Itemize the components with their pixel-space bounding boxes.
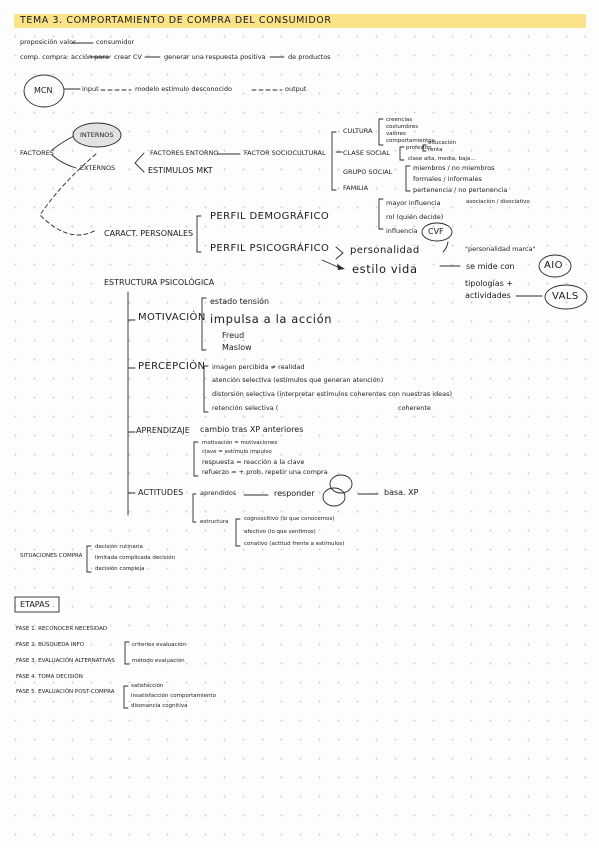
grupo-sub-0: miembros / no miembros [413,164,495,172]
motivacion-sub-3: Maslow [222,343,252,352]
actitudes-basa-xp: basa. XP [384,488,419,497]
clase-sub-educacion: educación [428,140,457,146]
motivacion-label: MOTIVACIÓN [138,312,206,323]
grupo-sub-1: formales / informales [413,175,482,183]
aprendizaje-sub-3: refuerzo = + prob. repetir una compra [202,468,328,476]
model-circle-label: MCN [34,86,53,95]
clase-social-label: CLASE SOCIAL [343,149,390,157]
fase-1: FASE 1. RECONOCER NECESIDAD [16,626,108,632]
perfil-demografico: PERFIL DEMOGRÁFICO [210,211,330,222]
model-output: output [285,85,307,93]
clase-sub-niveles: clase alta, media, baja... [408,156,476,162]
title-highlight [14,14,586,28]
fase-5: FASE 5. EVALUACIÓN POST-COMPRA [16,689,115,695]
fase-3: FASE 3. EVALUACIÓN ALTERNATIVAS [16,658,115,664]
fase-3-sub-0: criterios evaluación [132,642,186,648]
cultura-label: CULTURA [343,127,373,135]
aprendizaje-sub-2: respuesta = reacción a la clave [202,458,305,466]
actividades: actividades [465,291,511,300]
personalidad: personalidad [350,245,420,256]
estructura-sub-2: conativo (actitud frente a estímulos) [244,541,345,547]
situaciones-item-1: limitada complicada decisión [95,555,176,561]
vals-label: VALS [552,291,579,302]
factor-sociocultural: FACTOR SOCIOCULTURAL [244,149,326,157]
actitudes-label: ACTITUDES [138,488,184,497]
estructura-sub-1: afectivo (lo que sentimos) [244,529,316,535]
familia-label: FAMILIA [343,184,369,192]
actitudes-responder: responder [274,489,315,498]
factores-label: FACTORES [20,149,54,157]
factores-entorno: FACTORES ENTORNO [150,149,219,157]
perfil-psicografico: PERFIL PSICOGRÁFICO [210,243,330,254]
intro-productos: de productos [288,53,331,61]
model-middle: modelo estímulo desconocido [135,85,232,93]
etapas-label: ETAPAS [20,600,50,609]
percepcion-sub-2: distorsión selectiva (interpretar estímu… [212,390,453,398]
situaciones-item-0: decisión rutinaria [95,544,143,550]
estructura-psicologica-label: ESTRUCTURA PSICOLÓGICA [104,278,215,287]
clase-sub-renta: renta [428,147,443,153]
fase-5-sub-1: insatisfacción comportamiento [131,693,216,699]
tipologias: tipologías + [465,279,514,288]
percepcion-label: PERCEPCIÓN [138,361,206,372]
situaciones-label: SITUACIONES COMPRA [20,553,83,559]
personalidad-marca: "personalidad marca" [465,245,536,253]
fase-2: FASE 2. BÚSQUEDA INFO [16,642,85,648]
aprendizaje-sub-1: clave = estímulo impulso [202,449,272,455]
aio-label: AIO [544,260,563,271]
estimulos-mkt: ESTIMULOS MKT [148,166,213,175]
fase-5-sub-0: satisfacción [131,683,164,689]
factores-externos: EXTERNOS [80,164,116,172]
intro-proposicion: proposición valor [20,38,76,46]
cultura-sub-1: costumbres [386,124,419,130]
grupo-sub-2: pertenencia / no pertenencia [413,186,508,194]
cultura-sub-0: creencias [386,117,413,123]
caract-personales-label: CARACT. PERSONALES [104,229,194,238]
motivacion-sub-0: estado tensión [210,297,270,306]
page-title: TEMA 3. COMPORTAMIENTO DE COMPRA DEL CON… [20,15,332,26]
cultura-sub-2: valores [386,131,406,137]
fase-5-sub-2: disonancia cognitiva [131,703,188,709]
percepcion-sub-0: imagen percibida ≠ realidad [212,363,305,371]
se-mide-con: se mide con [466,262,515,271]
intro-crear-cv: crear CV [114,53,142,61]
percepcion-sub-3: retención selectiva ( [212,404,279,412]
actitudes-estructura: estructura [200,519,229,525]
familia-sub-2: influencia [386,227,418,235]
familia-sub-0: mayor influencia [386,199,441,207]
grupo-social-label: GRUPO SOCIAL [343,168,393,176]
model-input: input [82,85,99,93]
cvf-label: CVF [428,227,444,236]
clase-sub-profesion: profesión [406,145,432,151]
familia-asociacion: asociación / disociativo [466,199,530,205]
aprendizaje-label: APRENDIZAJE [136,426,190,435]
intro-comp-compra: comp. compra: acción para [20,53,109,61]
aprendizaje-head: cambio tras XP anteriores [200,425,304,434]
factores-internos: INTERNOS [80,131,114,139]
intro-consumidor: consumidor [96,38,135,46]
familia-sub-1: rol (quién decide) [386,213,444,221]
estilo-vida: estilo vida [352,262,418,276]
motivacion-sub-2: Freud [222,331,245,340]
aprendizaje-sub-0: motivación = motivaciones [202,440,278,446]
motivacion-sub-1: impulsa a la acción [210,312,333,326]
intro-respuesta: generar una respuesta positiva [164,53,266,61]
actitudes-aprendidos: aprendidos [200,489,237,497]
situaciones-item-2: decisión compleja [95,566,145,572]
fase-3-sub-1: método evaluación [132,658,185,664]
percepcion-coherente: coherente [398,404,431,412]
percepcion-sub-1: atención selectiva (estímulos que genera… [212,376,384,384]
estructura-sub-0: cognoscitivo (lo que conocemos) [244,516,335,522]
cultura-sub-3: comportamientos [386,138,435,144]
fase-4: FASE 4. TOMA DECISIÓN [16,674,83,680]
